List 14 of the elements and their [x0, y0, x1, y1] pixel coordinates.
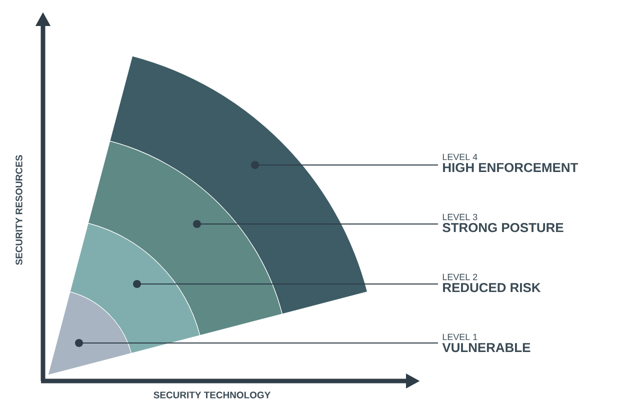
- band: [110, 56, 368, 314]
- leader-line: [251, 161, 438, 169]
- band: [48, 292, 132, 376]
- band: [70, 222, 200, 354]
- leader-line: [193, 220, 438, 228]
- level-label: LEVEL 3 STRONG POSTURE: [442, 214, 564, 232]
- axis-label: SECURITY TECHNOLOGY: [154, 392, 270, 398]
- band: [88, 140, 282, 336]
- axis-label: SECURITY RESOURCES: [16, 155, 22, 265]
- level-label: LEVEL 1 VULNERABLE: [442, 334, 530, 352]
- level-label: LEVEL 4 HIGH ENFORCEMENT: [442, 154, 578, 172]
- level-label: LEVEL 2 REDUCED RISK: [442, 274, 541, 292]
- leader-line: [75, 339, 438, 347]
- leader-line: [133, 280, 438, 288]
